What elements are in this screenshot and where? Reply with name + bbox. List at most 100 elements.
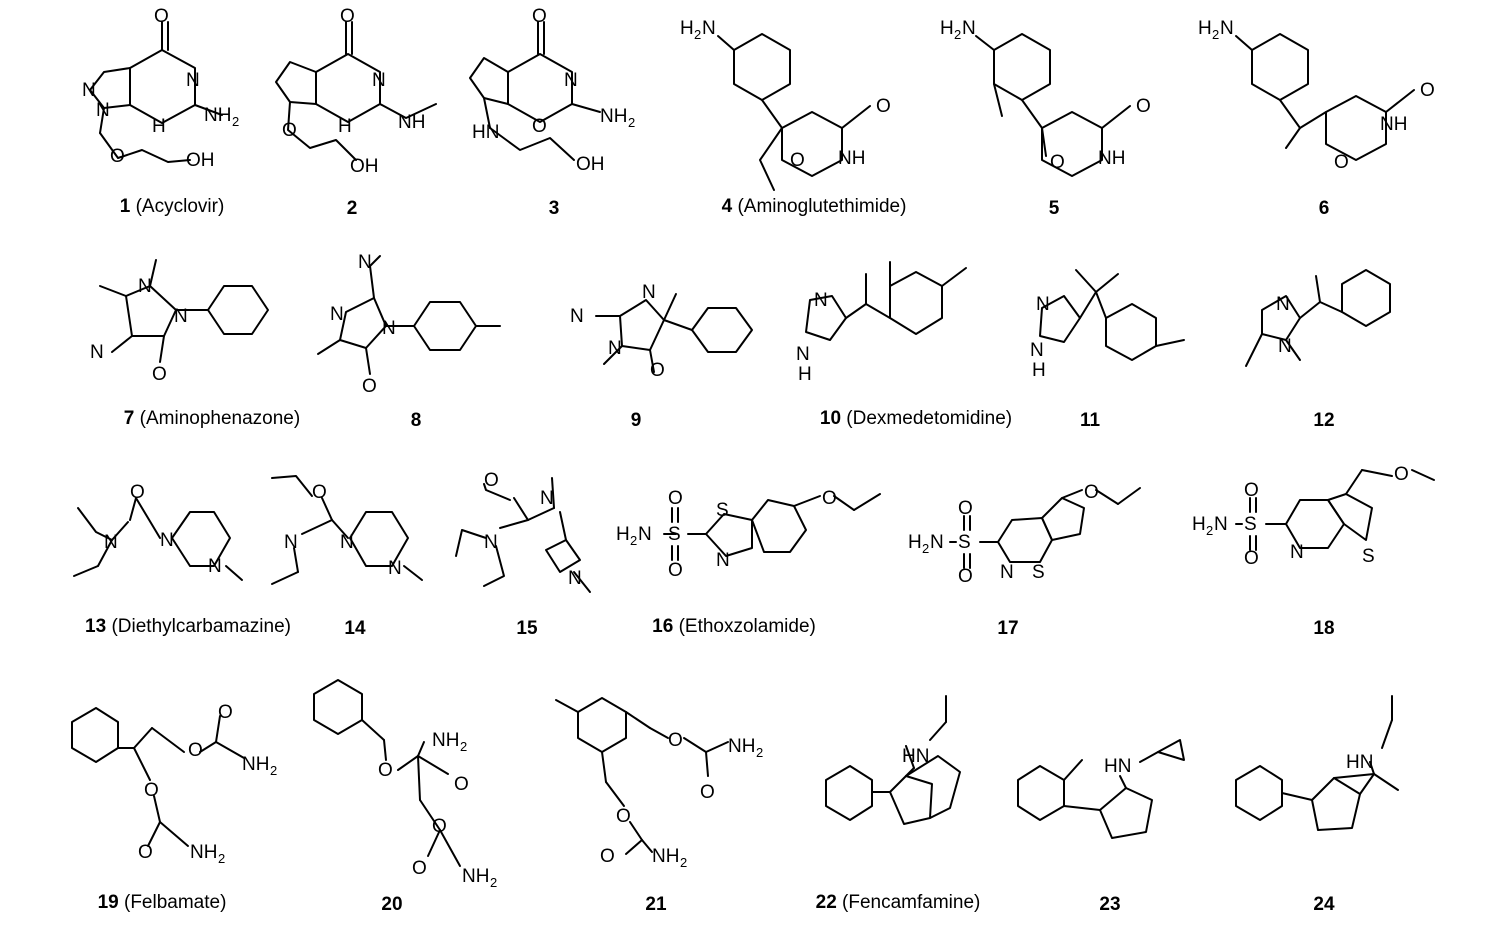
atom-n: N xyxy=(796,344,810,365)
atom-n: N xyxy=(208,556,222,577)
svg-text:2: 2 xyxy=(490,875,497,890)
atom-h2n: H xyxy=(616,524,630,545)
structure-3: O N O HN NH 2 OH xyxy=(469,6,635,175)
atom-h2n: H xyxy=(680,18,694,39)
atom-o: O xyxy=(218,702,233,723)
atom-oh: OH xyxy=(186,150,215,171)
structure-22: HN xyxy=(825,695,961,825)
caption-22: 22 (Fencamfamine) xyxy=(815,892,981,913)
svg-text:2: 2 xyxy=(680,855,687,870)
caption-1: 1 (Acyclovir) xyxy=(119,196,225,217)
atom-o: O xyxy=(412,858,427,879)
atom-n: N xyxy=(570,306,584,327)
caption-3: 3 xyxy=(548,198,560,219)
atom-o: O xyxy=(432,816,447,837)
caption-23: 23 xyxy=(1099,894,1121,915)
atom-o: O xyxy=(1394,464,1409,485)
caption-19: 19 (Felbamate) xyxy=(97,892,227,913)
atom-n: N xyxy=(174,306,188,327)
atom-o: O xyxy=(454,774,469,795)
caption-21: 21 xyxy=(645,894,667,915)
atom-n: N xyxy=(540,488,554,509)
atom-o: O xyxy=(138,842,153,863)
atom-nh: NH xyxy=(398,112,425,133)
atom-o: O xyxy=(340,6,355,27)
caption-12: 12 xyxy=(1313,410,1335,431)
caption-17: 17 xyxy=(997,618,1019,639)
atom-o: O xyxy=(154,6,169,27)
atom-n: N xyxy=(568,568,582,589)
atom-hn: HN xyxy=(902,746,929,767)
structure-14: O N N N xyxy=(271,475,423,585)
atom-hn: HN xyxy=(472,122,499,143)
subscript-2: 2 xyxy=(954,27,961,42)
atom-n: N xyxy=(82,80,96,101)
atom-o: O xyxy=(790,150,805,171)
atom-nh2: NH xyxy=(204,105,231,126)
atom-h2n: H xyxy=(908,532,922,553)
atom-n: N xyxy=(330,304,344,325)
subscript-2: 2 xyxy=(1206,523,1213,538)
atom-o: O xyxy=(130,482,145,503)
structure-13: O N N N xyxy=(73,482,243,581)
atom-o: O xyxy=(616,806,631,827)
atom-oh: OH xyxy=(576,154,605,175)
caption-2: 2 xyxy=(346,198,358,219)
svg-text:2: 2 xyxy=(270,763,277,778)
atom-n: N xyxy=(186,70,200,91)
caption-13: 13 (Diethylcarbamazine) xyxy=(85,616,291,637)
atom-h2n: H xyxy=(1198,18,1212,39)
atom-nh: H xyxy=(338,116,352,137)
atom-nh: NH xyxy=(1380,114,1407,135)
caption-15: 15 xyxy=(516,618,538,639)
atom-nh2: NH xyxy=(242,754,269,775)
atom-n: N xyxy=(104,532,118,553)
atom-o: O xyxy=(700,782,715,803)
subscript-2: 2 xyxy=(630,533,637,548)
atom-s: S xyxy=(1362,546,1375,567)
svg-text:2: 2 xyxy=(628,115,635,130)
caption-6: 6 xyxy=(1318,198,1330,219)
atom-n: N xyxy=(702,18,716,39)
caption-10: 10 (Dexmedetomidine) xyxy=(819,408,1013,429)
atom-o: O xyxy=(668,730,683,751)
atom-o: O xyxy=(188,740,203,761)
atom-n: N xyxy=(340,532,354,553)
structure-20: O NH 2 O O O NH 2 xyxy=(313,679,497,890)
atom-n: N xyxy=(372,70,386,91)
atom-n: N xyxy=(388,558,402,579)
atom-n: N xyxy=(608,338,622,359)
atom-o: O xyxy=(958,566,973,587)
structure-15: O N N N xyxy=(455,470,591,593)
atom-n: N xyxy=(1220,18,1234,39)
caption-20: 20 xyxy=(381,894,403,915)
atom-n: N xyxy=(160,530,174,551)
atom-n: N xyxy=(96,100,110,121)
svg-text:2: 2 xyxy=(756,745,763,760)
atom-s: S xyxy=(716,500,729,521)
atom-o: O xyxy=(378,760,393,781)
atom-nh2: NH xyxy=(190,842,217,863)
atom-o: O xyxy=(532,6,547,27)
atom-s: S xyxy=(668,524,681,545)
atom-n: N xyxy=(716,550,730,571)
atom-n: N xyxy=(358,252,372,273)
subscript-2: 2 xyxy=(922,541,929,556)
atom-n: N xyxy=(284,532,298,553)
atom-o: O xyxy=(110,146,125,167)
structure-11: N N H xyxy=(1030,269,1185,381)
atom-o: O xyxy=(668,488,683,509)
atom-n: N xyxy=(1278,336,1292,357)
structure-24: HN xyxy=(1235,695,1399,831)
atom-n: N xyxy=(484,532,498,553)
atom-nh2: NH xyxy=(600,106,627,127)
caption-5: 5 xyxy=(1048,198,1060,219)
atom-n: N xyxy=(814,290,828,311)
atom-n: N xyxy=(90,342,104,363)
atom-o: O xyxy=(1334,152,1349,173)
structure-12: N N xyxy=(1245,269,1391,367)
